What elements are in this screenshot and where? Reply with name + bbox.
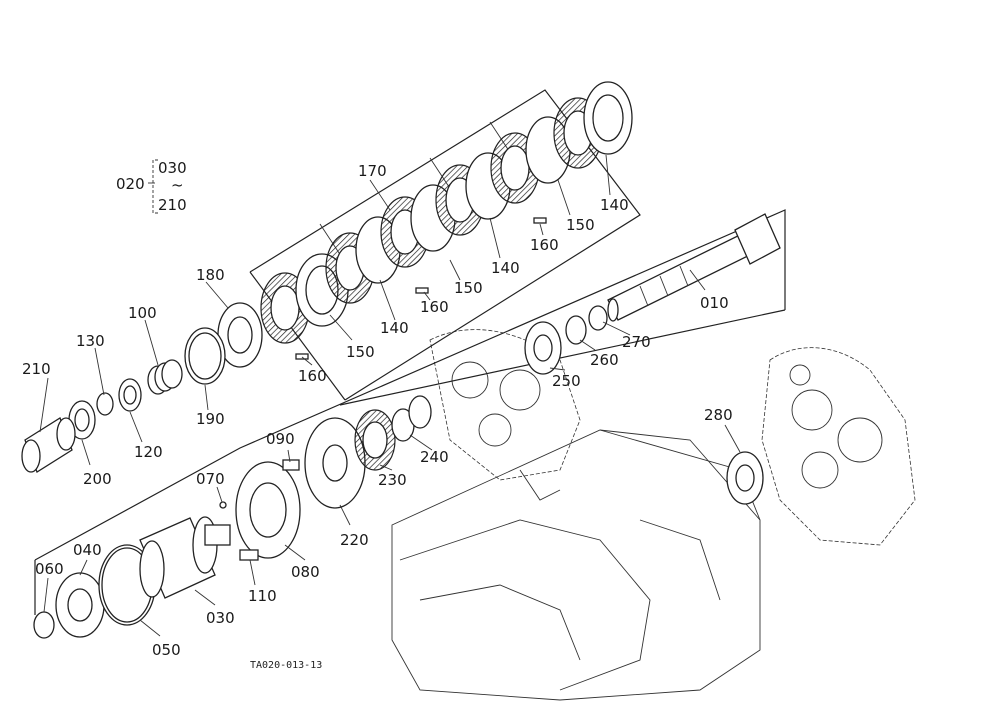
label-280: 280 [704, 406, 733, 424]
label-140-middle: 140 [491, 259, 520, 277]
label-090: 090 [266, 430, 295, 448]
label-250: 250 [552, 372, 581, 390]
transmission-case [391, 329, 761, 701]
main-assembly-bracket [34, 209, 786, 615]
label-190: 190 [196, 410, 225, 428]
label-100: 100 [128, 304, 157, 322]
clutch-housing [761, 347, 916, 546]
part-labels: 010 030 040 050 060 070 080 090 100 110 … [22, 162, 733, 659]
lower-assembly-parts [33, 305, 764, 639]
group-label: 020 030 ~ 210 [116, 159, 187, 214]
label-220: 220 [340, 531, 369, 549]
label-140-right: 140 [600, 196, 629, 214]
label-050: 050 [152, 641, 181, 659]
label-110: 110 [248, 587, 277, 605]
left-stack-parts [21, 302, 263, 473]
label-200: 200 [83, 470, 112, 488]
clutch-discs [260, 81, 633, 344]
label-210: 210 [22, 360, 51, 378]
label-270: 270 [622, 333, 651, 351]
main-shaft [607, 213, 781, 322]
group-label-tilde: ~ [171, 176, 184, 194]
label-230: 230 [378, 471, 407, 489]
drawing-code: TA020-013-13 [250, 660, 322, 671]
label-070: 070 [196, 470, 225, 488]
group-label-main: 020 [116, 175, 145, 193]
group-label-top: 030 [158, 159, 187, 177]
label-150-left: 150 [346, 343, 375, 361]
label-140-left: 140 [380, 319, 409, 337]
label-170: 170 [358, 162, 387, 180]
label-160-right: 160 [530, 236, 559, 254]
label-150-middle: 150 [454, 279, 483, 297]
label-030: 030 [206, 609, 235, 627]
label-180: 180 [196, 266, 225, 284]
label-150-right: 150 [566, 216, 595, 234]
leader-lines [39, 154, 741, 637]
label-040: 040 [73, 541, 102, 559]
label-160-middle: 160 [420, 298, 449, 316]
label-240: 240 [420, 448, 449, 466]
label-260: 260 [590, 351, 619, 369]
label-010: 010 [700, 294, 729, 312]
label-120: 120 [134, 443, 163, 461]
label-160-left: 160 [298, 367, 327, 385]
group-label-bottom: 210 [158, 196, 187, 214]
label-080: 080 [291, 563, 320, 581]
label-060: 060 [35, 560, 64, 578]
pins [295, 217, 547, 360]
label-130: 130 [76, 332, 105, 350]
